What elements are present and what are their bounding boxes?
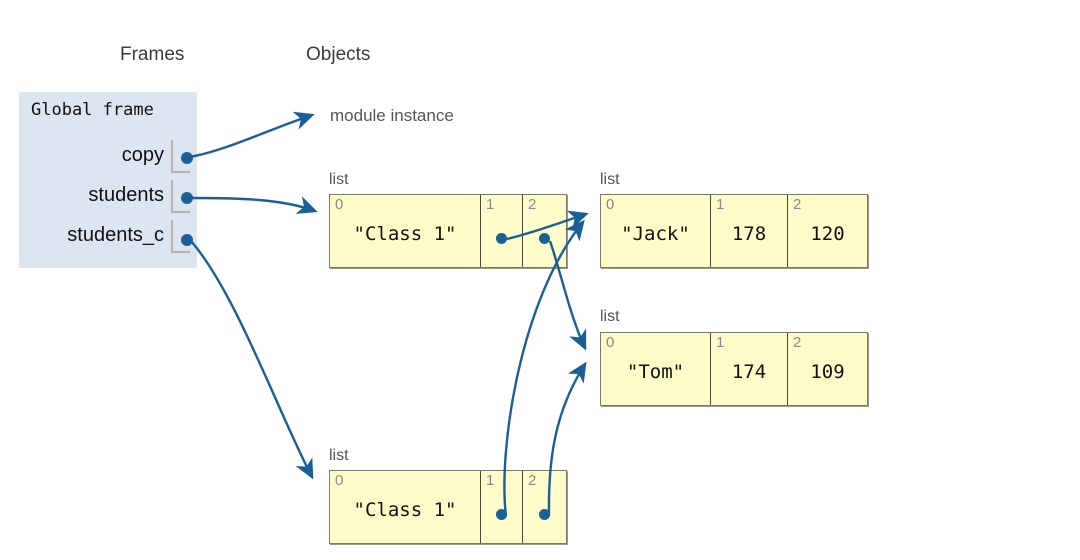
- list-object-students: 0 "Class 1" 1 2: [329, 194, 567, 268]
- pointer-dot[interactable]: [495, 233, 507, 244]
- arrow-students-to-list: [190, 196, 318, 214]
- pointer-dot[interactable]: [538, 509, 550, 520]
- frame-pointer-dot-students[interactable]: [181, 192, 193, 204]
- cell-index: 0: [335, 196, 344, 213]
- frame-variable-label-students_c: students_c: [67, 224, 164, 246]
- list-object-tom: 0 "Tom" 1 174 2 109: [600, 332, 868, 406]
- frame-variable-label-students: students: [88, 184, 164, 206]
- frame-variable-slot-copy[interactable]: [171, 140, 190, 173]
- list-cell: 0 "Jack": [601, 195, 711, 267]
- list-cell: 0 "Class 1": [330, 195, 481, 267]
- list-cell: 2: [523, 471, 566, 543]
- list-cell: 1: [481, 195, 523, 267]
- list-cell: 1 174: [711, 333, 788, 405]
- cell-value: "Class 1": [353, 499, 457, 521]
- cell-value: "Jack": [621, 223, 690, 245]
- list-object-jack: 0 "Jack" 1 178 2 120: [600, 194, 868, 268]
- cell-value: 174: [731, 361, 767, 383]
- cell-value: "Tom": [626, 361, 685, 383]
- frame-pointer-dot-students_c[interactable]: [181, 234, 193, 246]
- frame-variable-slot-students[interactable]: [171, 180, 190, 213]
- frame-variable-label-copy: copy: [121, 144, 164, 166]
- frame-pointer-dot-copy[interactable]: [181, 152, 193, 164]
- list-cell: 2 120: [788, 195, 867, 267]
- cell-value: 120: [810, 223, 845, 245]
- cell-index: 1: [716, 196, 725, 213]
- cell-value: 109: [810, 361, 845, 383]
- object-type-label-list-tom: list: [600, 308, 620, 325]
- cell-value: 178: [731, 223, 767, 245]
- list-cell: 2 109: [788, 333, 867, 405]
- cell-index: 1: [486, 472, 495, 489]
- module-instance-object: module instance: [330, 106, 454, 125]
- cell-index: 0: [335, 472, 344, 489]
- arrow-copy-to-module: [188, 111, 315, 159]
- pointer-dot[interactable]: [495, 509, 507, 520]
- global-frame: Global frame copy students students_c: [19, 92, 197, 268]
- cell-index: 2: [793, 196, 802, 213]
- cell-index: 2: [528, 196, 537, 213]
- cell-index: 1: [716, 334, 725, 351]
- cell-index: 2: [793, 334, 802, 351]
- list-object-students-c: 0 "Class 1" 1 2: [329, 470, 567, 544]
- objects-column-heading: Objects: [306, 44, 371, 65]
- frame-variable-slot-students_c[interactable]: [171, 220, 190, 253]
- list-cell: 0 "Class 1": [330, 471, 481, 543]
- cell-index: 2: [528, 472, 537, 489]
- pointer-dot[interactable]: [538, 233, 550, 244]
- list-cell: 0 "Tom": [601, 333, 711, 405]
- global-frame-title: Global frame: [31, 100, 154, 120]
- object-type-label-list-students-c: list: [329, 447, 349, 464]
- cell-value: "Class 1": [353, 223, 457, 245]
- cell-index: 0: [606, 334, 615, 351]
- cell-index: 1: [486, 196, 495, 213]
- list-cell: 1 178: [711, 195, 788, 267]
- list-cell: 1: [481, 471, 523, 543]
- cell-index: 0: [606, 196, 615, 213]
- object-type-label-list-students: list: [329, 171, 349, 188]
- arrow-students_c-to-list: [190, 240, 314, 480]
- object-type-label-list-jack: list: [600, 171, 620, 188]
- list-cell: 2: [523, 195, 566, 267]
- frames-column-heading: Frames: [120, 44, 185, 65]
